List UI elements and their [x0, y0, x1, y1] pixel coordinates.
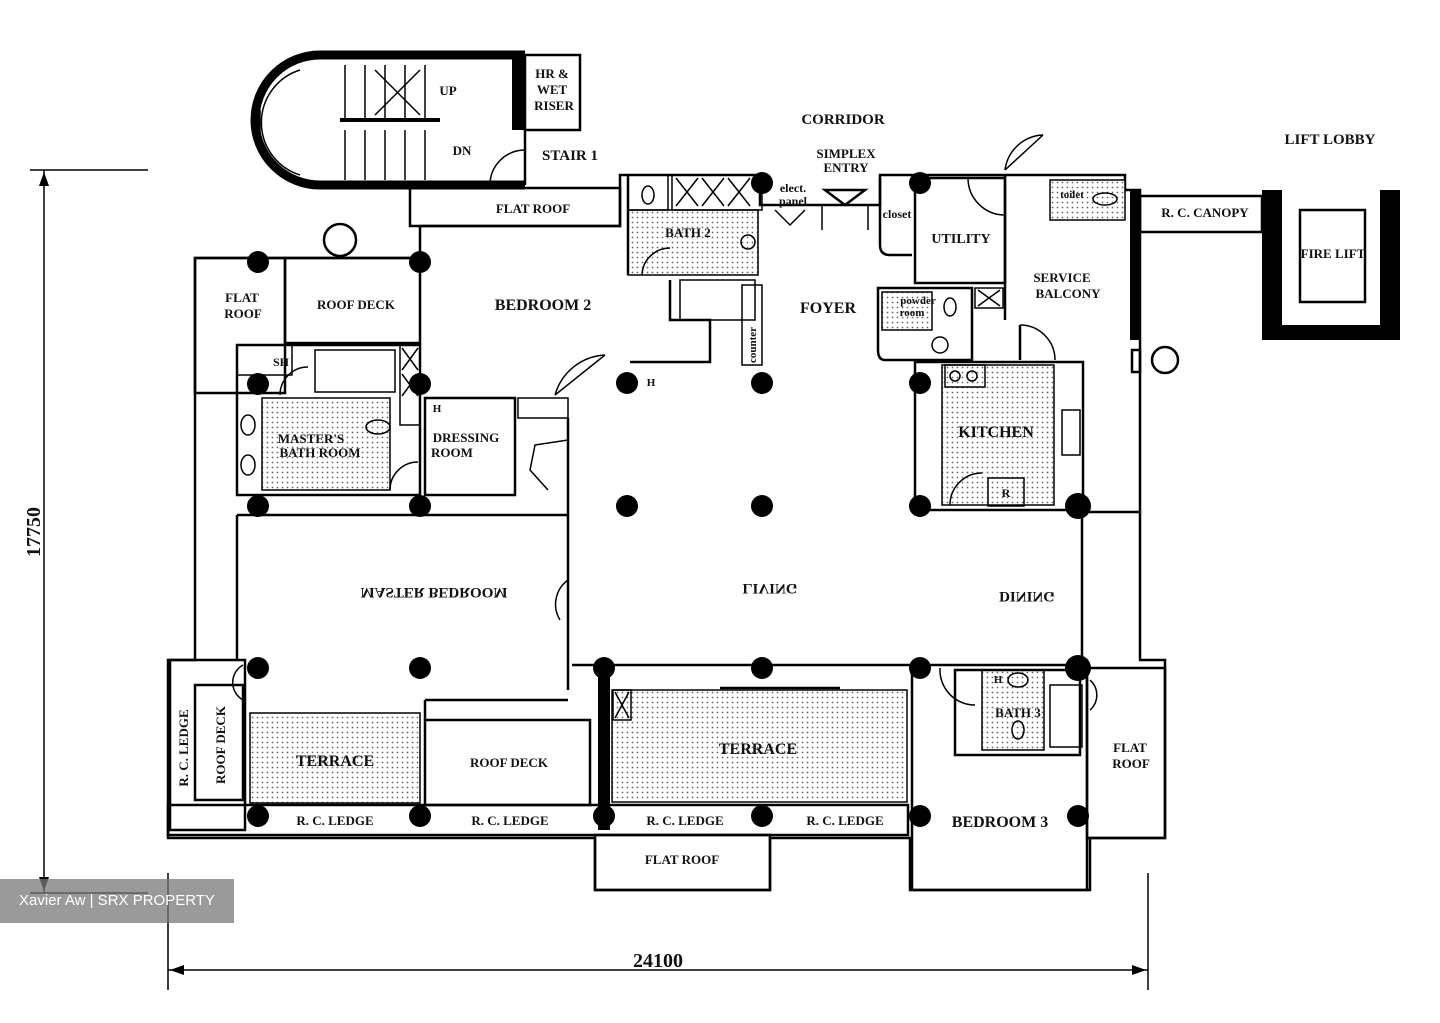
label-flat-roof-left-1: FLAT [225, 290, 259, 305]
label-flat-roof-right-2: ROOF [1112, 756, 1150, 771]
label-roof-deck-vertical: ROOF DECK [213, 705, 228, 784]
label-flat-roof-top: FLAT ROOF [496, 201, 570, 216]
kitchen-block [913, 360, 1085, 512]
label-service-2: BALCONY [1035, 286, 1101, 301]
label-master-bedroom: MASTER BEDROOM [360, 584, 507, 600]
label-hr-riser-2: WET [537, 82, 568, 97]
width-dimension: 24100 [633, 950, 683, 972]
label-roof-deck-top: ROOF DECK [317, 297, 396, 312]
label-terrace-left: TERRACE [296, 753, 374, 770]
label-r: R [1002, 486, 1011, 500]
bottom-block [166, 658, 910, 892]
label-sh: SH [273, 355, 290, 369]
label-masters-bath-2: BATH ROOM [279, 445, 360, 460]
label-hr-riser-3: RISER [534, 98, 574, 113]
label-living: LIVING [742, 580, 797, 596]
label-corridor: CORRIDOR [801, 112, 885, 128]
label-dining: DINING [999, 588, 1055, 604]
bedroom3-block [910, 663, 1167, 892]
label-dressing-2: ROOM [431, 445, 473, 460]
label-powder-2: room [900, 307, 925, 319]
service-block [876, 134, 1400, 514]
living-walls [235, 418, 1084, 720]
label-stair: STAIR 1 [542, 148, 598, 164]
label-rc-ledge-3: R. C. LEDGE [646, 813, 723, 828]
label-utility: UTILITY [931, 232, 990, 247]
height-dimension: 17750 [23, 507, 45, 557]
columns [247, 172, 1091, 827]
label-elect-1: elect. [780, 181, 806, 195]
label-fire-lift: FIRE LIFT [1301, 246, 1366, 261]
room-labels: UP DN HR & WET RISER STAIR 1 CORRIDOR SI… [176, 66, 1376, 867]
label-foyer: FOYER [800, 300, 856, 317]
label-rc-ledge-2: R. C. LEDGE [471, 813, 548, 828]
label-h-2: H [433, 403, 442, 415]
entry-arrow [774, 188, 869, 230]
label-dressing-1: DRESSING [433, 430, 499, 445]
label-rc-ledge-1: R. C. LEDGE [296, 813, 373, 828]
bath2-block [626, 174, 763, 366]
label-roof-deck-bottom: ROOF DECK [470, 755, 549, 770]
label-service-1: SERVICE [1033, 270, 1090, 285]
label-up: UP [439, 83, 456, 98]
label-toilet: toilet [1060, 189, 1084, 201]
label-counter: counter [747, 327, 759, 363]
label-elect-2: panel [779, 194, 808, 208]
label-closet: closet [883, 207, 912, 221]
label-bedroom2: BEDROOM 2 [495, 297, 591, 314]
label-rc-ledge-vertical: R. C. LEDGE [176, 709, 191, 786]
label-bedroom3: BEDROOM 3 [952, 814, 1048, 831]
master-bath-block [193, 222, 606, 497]
label-flat-roof-right-1: FLAT [1113, 740, 1147, 755]
label-bath3: BATH 3 [995, 705, 1041, 720]
label-h-3: H [994, 674, 1003, 686]
label-kitchen: KITCHEN [958, 424, 1034, 441]
label-simplex-2: ENTRY [823, 160, 869, 175]
label-rc-canopy: R. C. CANOPY [1161, 205, 1249, 220]
label-rc-ledge-4: R. C. LEDGE [806, 813, 883, 828]
label-terrace-mid: TERRACE [719, 741, 797, 758]
label-powder-1: powder [900, 295, 936, 307]
label-simplex-1: SIMPLEX [816, 146, 876, 161]
watermark: Xavier Aw | SRX PROPERTY [0, 879, 234, 923]
dimension-lines [30, 169, 1149, 990]
label-masters-bath-1: MASTER'S [278, 431, 344, 446]
label-flat-roof-bottom: FLAT ROOF [645, 852, 719, 867]
label-bath2: BATH 2 [665, 225, 711, 240]
label-flat-roof-left-2: ROOF [224, 306, 262, 321]
label-h-1: H [647, 377, 656, 389]
label-hr-riser-1: HR & [535, 66, 569, 81]
label-dn: DN [453, 143, 472, 158]
label-lift-lobby: LIFT LOBBY [1284, 132, 1375, 148]
